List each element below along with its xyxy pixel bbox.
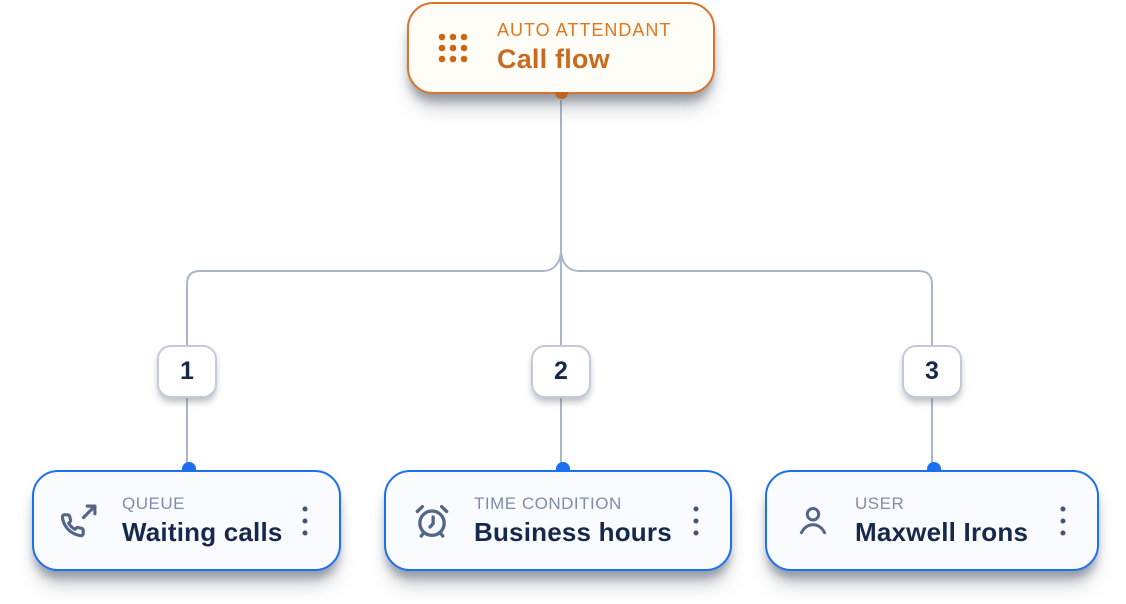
time-condition-node[interactable]: TIME CONDITION Business hours: [384, 462, 732, 571]
time-condition-node-text: TIME CONDITION Business hours: [474, 493, 672, 547]
user-type-label: USER: [855, 493, 905, 513]
root-type-label: AUTO ATTENDANT: [497, 20, 672, 41]
user-node-text: USER Maxwell Irons: [855, 493, 1029, 547]
branch-number-badge-3: 3: [902, 345, 962, 398]
phone-outgoing-icon: [60, 501, 100, 541]
auto-attendant-node[interactable]: AUTO ATTENDANT Call flow: [407, 2, 715, 99]
user-title: Maxwell Irons: [855, 516, 1029, 547]
time-condition-title: Business hours: [474, 516, 672, 547]
card-connector-port: [556, 462, 570, 470]
queue-node-text: QUEUE Waiting calls: [122, 493, 283, 547]
user-node[interactable]: USER Maxwell Irons: [765, 462, 1099, 571]
root-connector-port: [555, 92, 568, 99]
root-node-text: AUTO ATTENDANT Call flow: [497, 20, 672, 75]
time-condition-type-label: TIME CONDITION: [474, 493, 622, 513]
queue-title: Waiting calls: [122, 516, 283, 547]
root-title: Call flow: [497, 44, 610, 75]
branch-number-badge-1: 1: [157, 345, 217, 398]
branch-number-badge-2: 2: [531, 345, 591, 398]
queue-type-label: QUEUE: [122, 493, 185, 513]
alarm-clock-icon: [412, 501, 452, 541]
user-icon: [793, 501, 833, 541]
kebab-menu-icon[interactable]: [292, 501, 318, 541]
dots-grid-icon: [436, 31, 470, 65]
card-connector-port: [927, 462, 941, 470]
card-connector-port: [182, 462, 196, 470]
kebab-menu-icon[interactable]: [1050, 501, 1076, 541]
kebab-menu-icon[interactable]: [683, 501, 709, 541]
queue-node[interactable]: QUEUE Waiting calls: [32, 462, 341, 571]
